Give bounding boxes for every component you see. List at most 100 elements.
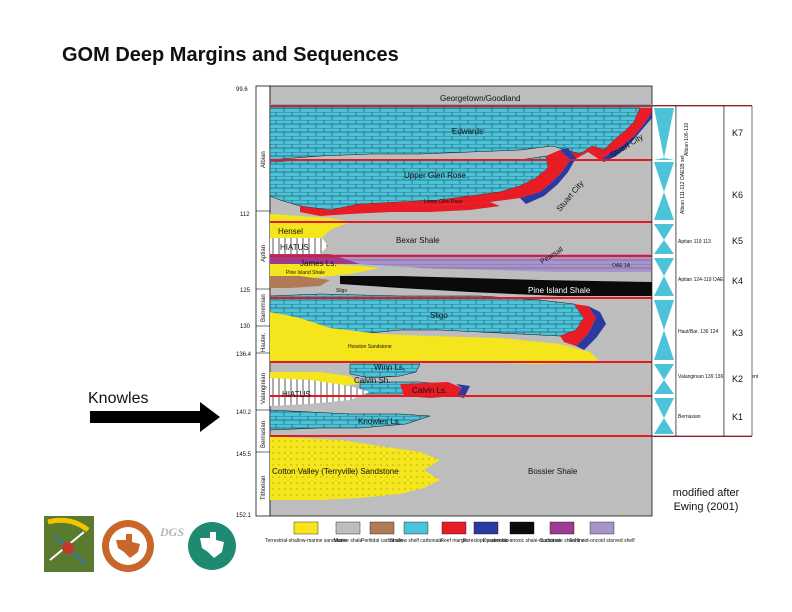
knowles-arrow-label: Knowles: [88, 390, 149, 407]
legend: Terrestrial-shallow-marine sandstone Mar…: [265, 521, 635, 544]
age-tick: 125: [240, 288, 251, 294]
dgs-logo-text: DGS: [159, 525, 184, 539]
stage-label: Berriasian: [261, 421, 267, 448]
legend-swatch: [473, 521, 499, 535]
legend-label: Reef margin: [440, 538, 467, 544]
legend-label: Marine shale: [334, 538, 363, 544]
bossier-label: Bossier Shale: [528, 467, 578, 476]
calvin-reef: [400, 382, 462, 398]
legend-label: Peritidal carbonate: [361, 538, 403, 544]
legend-swatch: [403, 521, 429, 535]
age-tick: 130: [240, 324, 251, 330]
stage-label: Valanginian: [261, 373, 267, 404]
legend-swatch: [335, 521, 361, 535]
age-tick: 112: [240, 212, 250, 218]
winn-body: [349, 363, 421, 379]
pine-island-sandstone: [270, 264, 380, 278]
bexar-label: Bexar Shale: [396, 236, 440, 245]
legend-label: Dysaerobic-anoxic shale-mudstone: [483, 538, 561, 544]
texas-brick-logo: [102, 520, 154, 572]
legend-label: Foreslope carbonate: [463, 538, 509, 544]
edwards-label: Edwards: [452, 127, 483, 136]
hiatus-label-2: HIATUS: [282, 390, 311, 399]
age-tick: 140.2: [236, 410, 252, 416]
hiatus-1-body: [270, 238, 328, 256]
knowles-ls-label: Knowles Ls.: [358, 417, 401, 426]
pine-island-peritidal: [270, 276, 330, 288]
hensel-label: Hensel: [278, 227, 303, 236]
edwards-foreslope: [600, 112, 652, 162]
sea-level-cycle: [654, 162, 674, 220]
event-label: Valanginian 139 136 Weissert Event: [678, 374, 759, 380]
credit-text: modified after Ewing (2001): [656, 486, 756, 514]
winn-label: Winn Ls.: [374, 363, 405, 372]
age-tick: 145.5: [236, 452, 252, 458]
sequence-label: K6: [732, 190, 743, 200]
hiatus-label-1: HIATUS: [280, 243, 309, 252]
hiatus-2-body: [270, 378, 370, 406]
sea-level-cycle: [654, 108, 674, 160]
knowles-body: [269, 409, 431, 431]
stage-label: Barremian: [261, 294, 267, 322]
slide-title: GOM Deep Margins and Sequences: [62, 44, 399, 66]
sequence-label: K7: [732, 128, 743, 138]
legend-label: Shallow shelf carbonate: [389, 538, 442, 544]
legend-label: Terrestrial-shallow-marine sandstone: [265, 538, 347, 544]
legend-swatch: [369, 521, 395, 535]
event-label: Albian 106-110: [684, 123, 690, 156]
age-tick: 99.6: [236, 87, 248, 93]
legend-label: Carbonate shoreline: [539, 538, 584, 544]
sequence-label: K1: [732, 412, 743, 422]
stage-label: Tithonian: [261, 476, 267, 500]
credit-line-2: Ewing (2001): [673, 501, 739, 513]
age-tick: 152.1: [236, 513, 252, 519]
sequence-label: K5: [732, 236, 743, 246]
sea-level-cycle: [654, 258, 674, 296]
sea-level-cycle: [654, 224, 674, 254]
dgs-logo: DGS: [159, 522, 236, 570]
legend-swatch: [441, 521, 467, 535]
calvin-foreslope: [456, 384, 470, 398]
legend-swatch: [293, 521, 319, 535]
events-column: Albian 106-110 Albian 111-112 OAE1B set …: [675, 105, 759, 437]
legend-label: Echinoid-oncoid starved shelf: [569, 538, 635, 544]
james-label: James Ls.: [300, 259, 336, 268]
calvin-ls-label: Calvin Ls.: [412, 386, 447, 395]
lower-glen-rose-body: [300, 202, 500, 216]
sequence-column: K7 K6 K5 K4 K3 K2 K1: [723, 105, 753, 437]
hosston-label: Hosston Sandstone: [348, 344, 392, 350]
lower-glen-rose-label: Lower Glen Rose: [424, 199, 463, 205]
sea-level-cycle: [654, 364, 674, 394]
sligo-small-label: Sligo: [336, 288, 347, 294]
facies-bodies: [269, 104, 652, 500]
cotton-valley-body: [270, 436, 440, 500]
upper-glen-rose-label: Upper Glen Rose: [404, 171, 466, 180]
credit-line-1: modified after: [672, 487, 740, 499]
legend-swatch: [549, 521, 575, 535]
oae1a-label: OAE 1A: [612, 263, 631, 269]
sea-level-cycle: [654, 398, 674, 434]
knowles-arrow: [90, 402, 220, 432]
event-label: Haut/Bar. 136 124: [678, 329, 719, 335]
footer-logos: DGS: [44, 516, 236, 572]
stage-label: Hauter.: [261, 332, 267, 352]
calvin-sh-label: Calvin Sh.: [354, 376, 390, 385]
sligo-foreslope: [576, 306, 606, 350]
sea-level-column: [651, 105, 677, 437]
sligo-label: Sligo: [430, 311, 448, 320]
event-label: Aptian 124-119 OAE1A: [678, 277, 730, 283]
pine-island-sandstone-label: Pine Island Shale: [286, 270, 325, 276]
sequence-label: K3: [732, 328, 743, 338]
cotton-valley-label: Cotton Valley (Terryville) Sandstone: [272, 467, 399, 476]
upper-glen-rose-foreslope: [520, 148, 576, 204]
stage-label: Aptian: [261, 245, 267, 262]
hosston-body: [270, 312, 600, 364]
sequence-label: K4: [732, 276, 743, 286]
bureau-logo: [44, 516, 94, 572]
legend-swatch: [589, 521, 615, 535]
legend-swatch: [509, 521, 535, 535]
event-label: Berriasian: [678, 414, 701, 420]
sequence-label: K2: [732, 374, 743, 384]
georgetown-label: Georgetown/Goodland: [440, 94, 521, 103]
age-tick: 136.4: [236, 352, 252, 358]
